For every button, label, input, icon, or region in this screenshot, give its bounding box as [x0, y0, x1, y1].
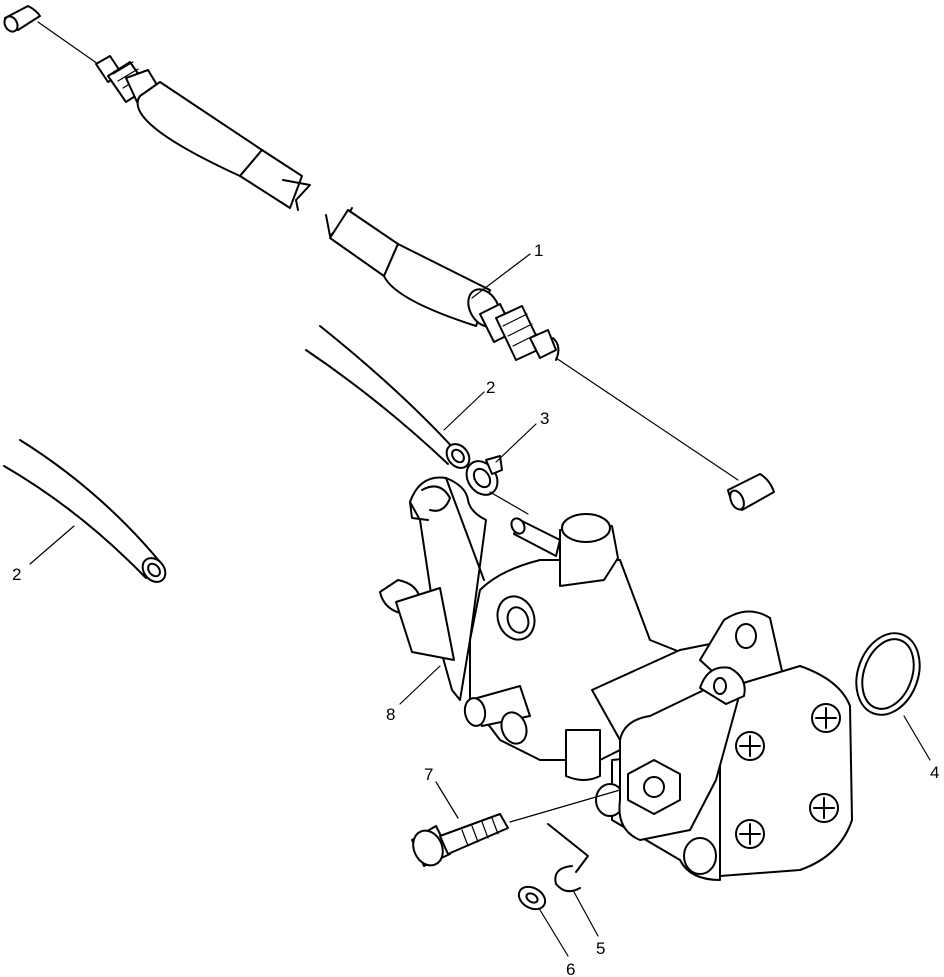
callout-8: 8	[386, 705, 395, 724]
hose-lower	[3, 439, 167, 583]
callout-3: 3	[540, 409, 549, 428]
cable-end-barrel-top	[3, 5, 41, 33]
control-lever	[409, 476, 487, 701]
lever-hex-bolt	[627, 759, 681, 815]
callout-5: 5	[596, 939, 605, 958]
cable-adjuster-bottom	[479, 303, 560, 361]
callout-7: 7	[424, 765, 433, 784]
cover-screws	[735, 703, 841, 849]
hose-clamp	[465, 455, 529, 515]
washer	[517, 885, 547, 911]
callout-2-upper: 2	[486, 378, 495, 397]
throttle-cable	[3, 5, 775, 511]
callout-1: 1	[534, 241, 543, 260]
flange-bolt	[411, 789, 621, 867]
cable-sheath-top	[136, 81, 263, 177]
cable-adjuster-top	[95, 55, 161, 105]
callout-labels: 1 2 3 2 8 7 4 5 6	[12, 241, 939, 977]
callout-6: 6	[566, 960, 575, 977]
callout-2-lower: 2	[12, 565, 21, 584]
leader-lines	[29, 253, 931, 957]
hose-upper	[305, 325, 471, 469]
cable-end-barrel-bottom	[727, 473, 775, 511]
oil-pump-body	[379, 513, 853, 881]
retainer-clip	[547, 823, 589, 893]
o-ring	[855, 632, 921, 716]
callout-4: 4	[930, 763, 939, 782]
